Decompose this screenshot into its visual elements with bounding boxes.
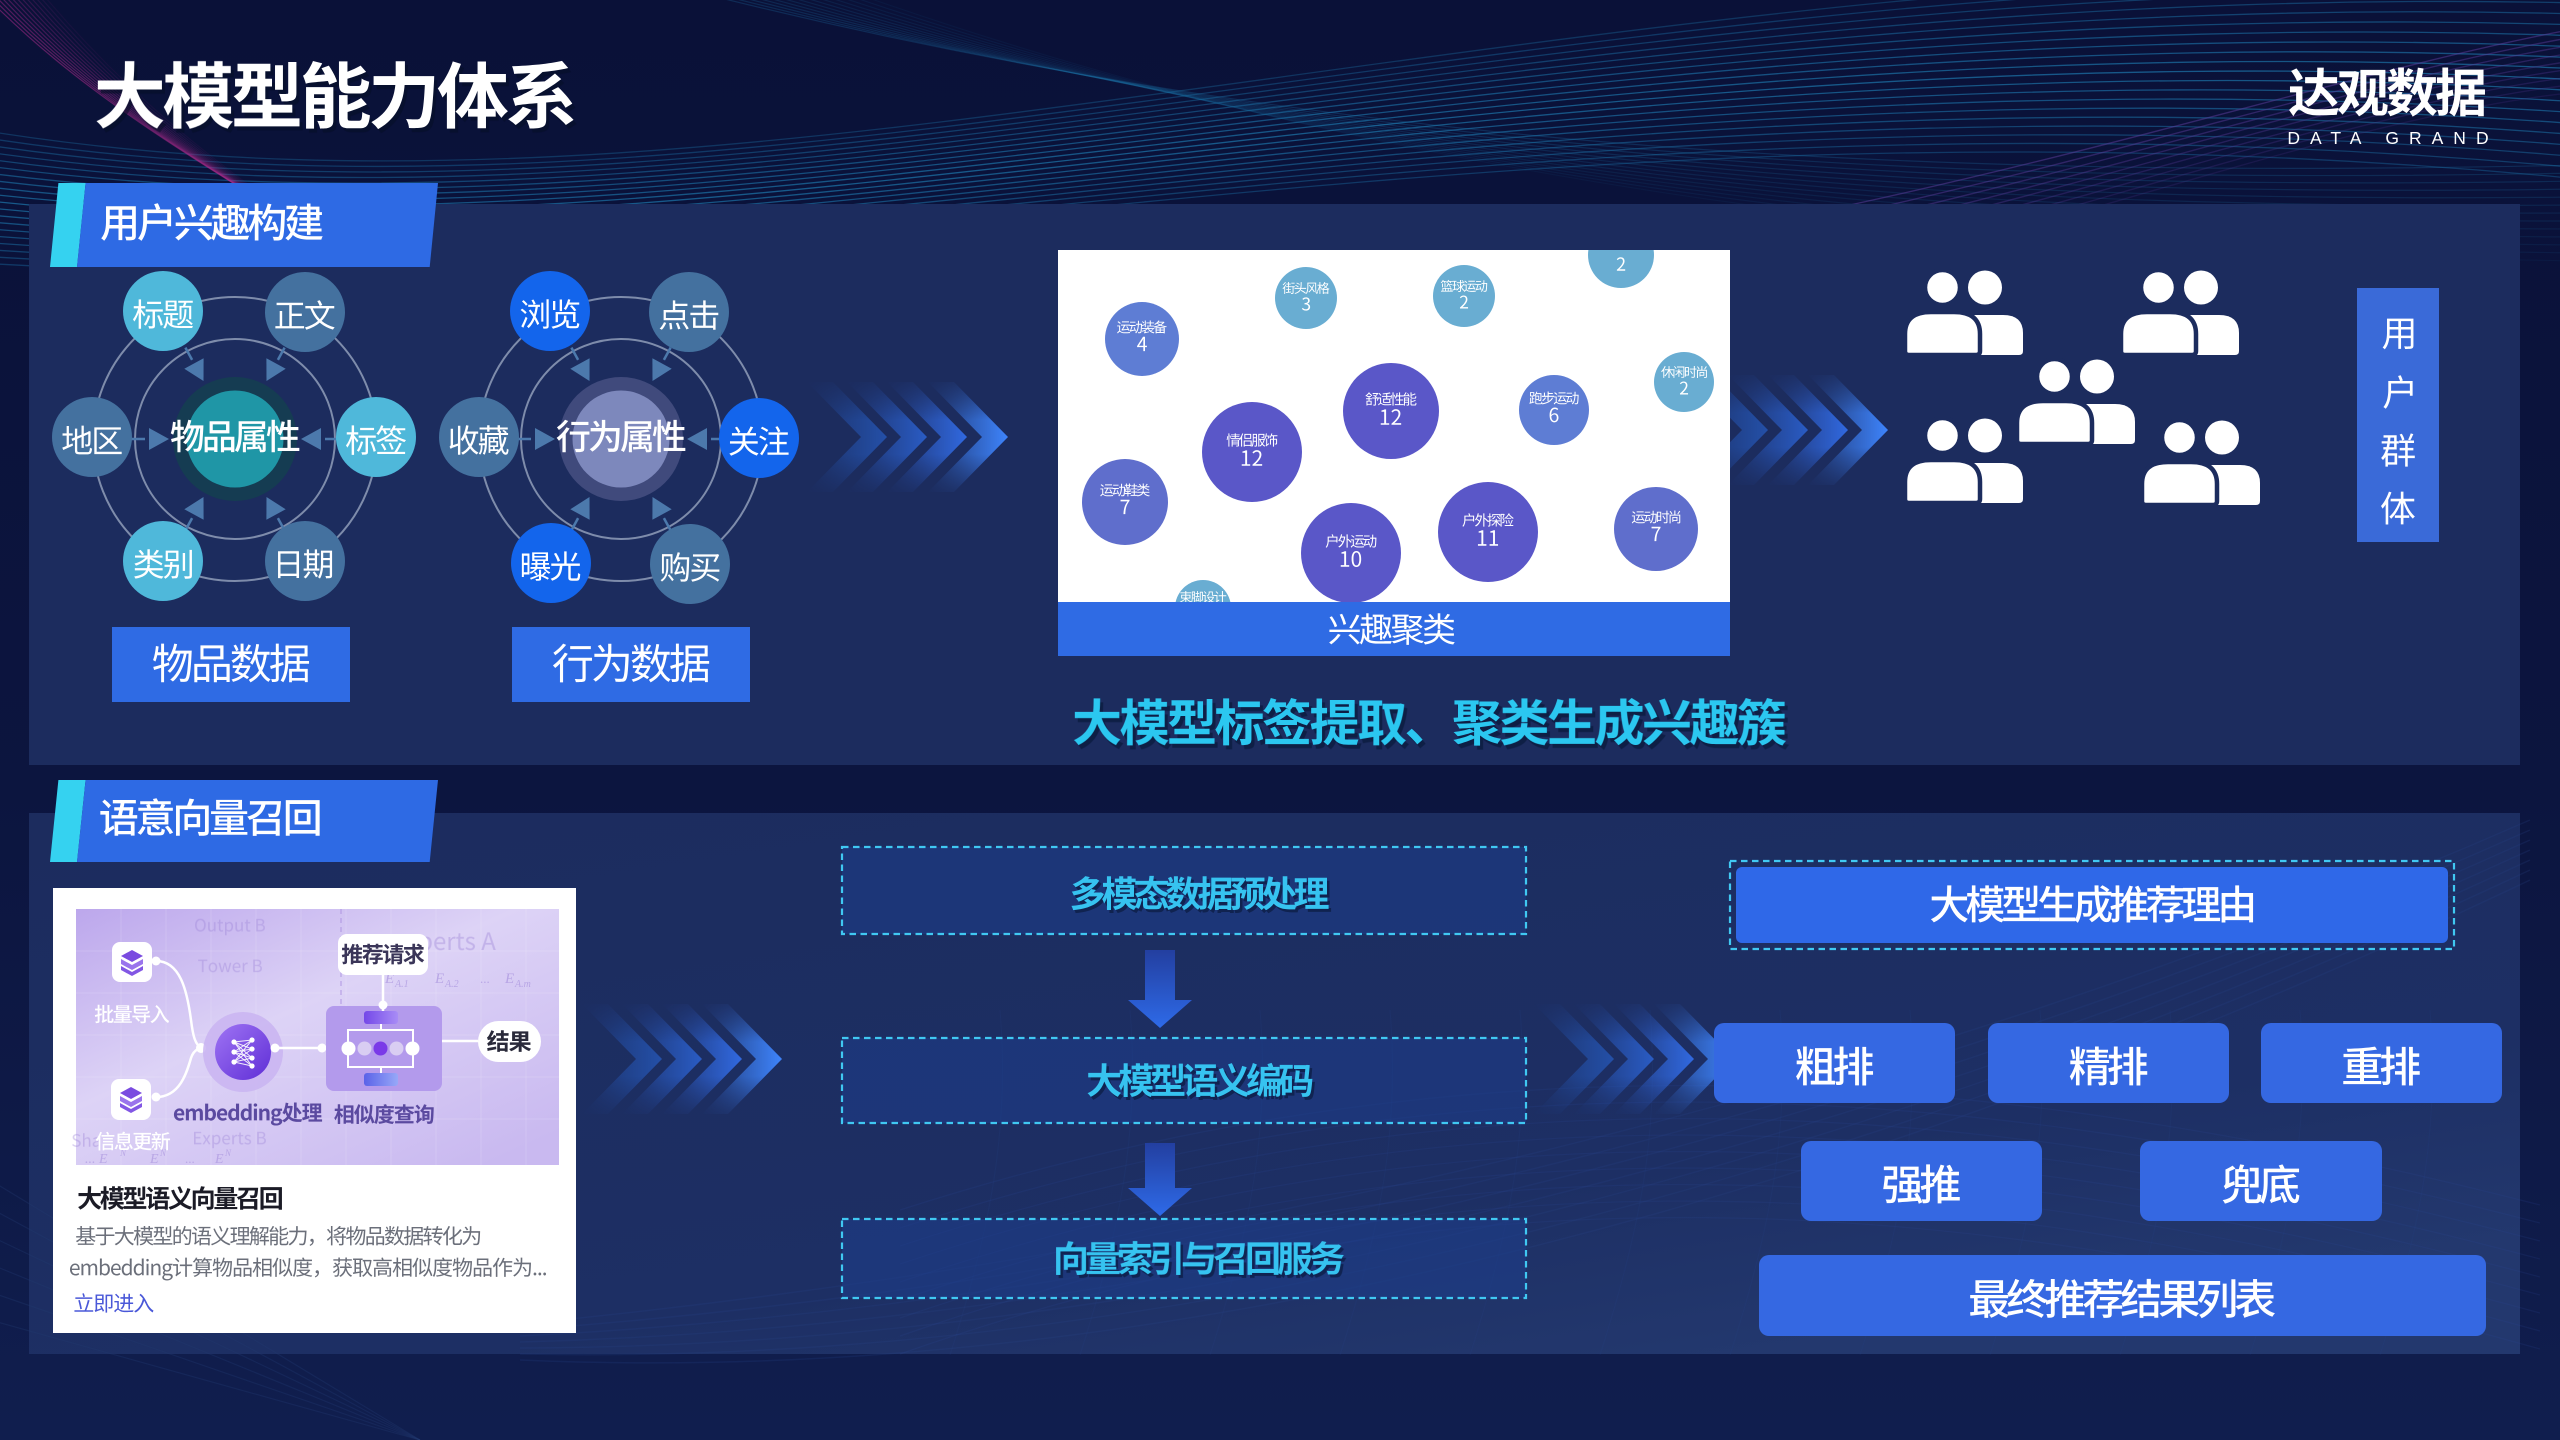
svg-text:... E: ... E <box>85 1152 108 1167</box>
svg-text:E: E <box>214 1152 224 1167</box>
svg-text:N: N <box>119 1148 127 1158</box>
svg-text:DATA GRAND: DATA GRAND <box>2287 128 2498 148</box>
svg-text:E: E <box>384 971 394 987</box>
svg-text:A.m: A.m <box>514 979 531 990</box>
svg-text:E: E <box>149 1152 159 1167</box>
svg-text:...: ... <box>185 1151 195 1166</box>
svg-text:E: E <box>434 971 444 987</box>
svg-text:...: ... <box>480 971 490 986</box>
svg-text:N: N <box>224 1148 232 1158</box>
svg-text:E: E <box>504 971 514 987</box>
svg-text:A.2: A.2 <box>444 979 459 990</box>
svg-text:A.1: A.1 <box>394 979 409 990</box>
svg-text:N: N <box>159 1148 167 1158</box>
